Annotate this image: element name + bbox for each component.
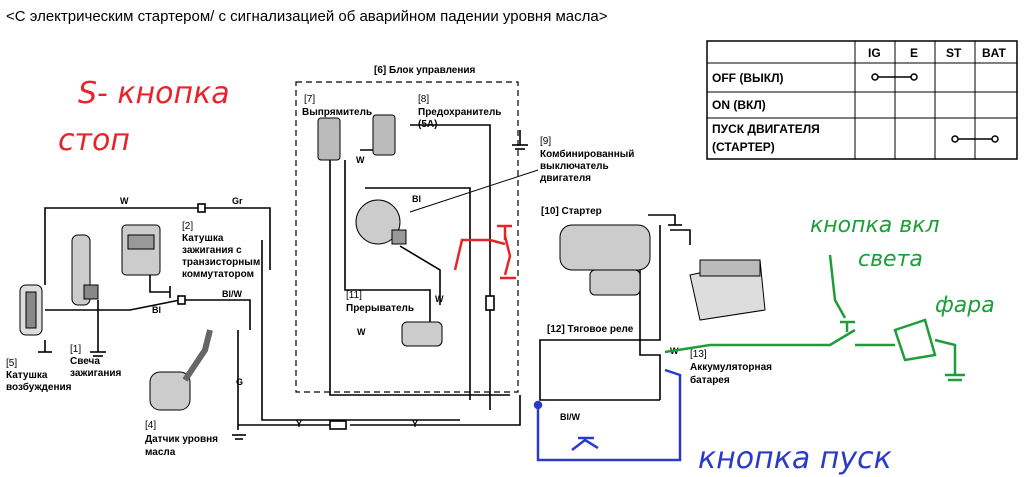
- leader-arrow: [409, 169, 539, 213]
- table-col-bat: BAT: [982, 46, 1006, 60]
- table-col-e: E: [910, 46, 918, 60]
- wiring: [38, 81, 691, 440]
- label-c9-name1: Комбинированный: [540, 148, 634, 160]
- label-c5-name1: Катушка: [6, 370, 48, 381]
- label-c10: [10] Стартер: [541, 206, 602, 217]
- green-annotation-line1: кнопка вкл: [810, 213, 940, 238]
- switch-table: [706, 40, 1018, 160]
- rectifier: [317, 117, 341, 161]
- label-c11-name1: Прерыватель: [346, 303, 414, 314]
- label-c9-name3: двигателя: [540, 173, 591, 184]
- wire-label-gr: Gr: [232, 196, 243, 206]
- label-c2-name1: Катушка: [182, 233, 224, 244]
- label-c11-num: [11]: [346, 290, 362, 301]
- label-c12: [12] Тяговое реле: [547, 324, 634, 335]
- spark-plug: [71, 234, 99, 306]
- table-row-on: ON (ВКЛ): [712, 98, 766, 112]
- label-c2-name4: коммутатором: [182, 269, 254, 280]
- green-annotation-lamp: фара: [935, 293, 995, 318]
- red-stop-button-sketch: [453, 224, 516, 280]
- wire-label-w-rect: W: [356, 155, 365, 165]
- label-c1-name1: Свеча: [70, 356, 100, 367]
- label-c7-name1: Выпрямитель: [302, 107, 372, 118]
- label-c8-num: [8]: [418, 94, 429, 105]
- green-light-sketch: [664, 254, 965, 382]
- wire-label-blw-coil: Bl/W: [222, 289, 243, 299]
- table-row-start-line1: ПУСК ДВИГАТЕЛЯ: [712, 122, 820, 136]
- diagram-title: <С электрическим стартером/ с сигнализац…: [6, 8, 608, 25]
- label-c4-num: [4]: [145, 420, 156, 431]
- label-c1-num: [1]: [70, 344, 81, 355]
- table-row-off: OFF (ВЫКЛ): [712, 71, 783, 85]
- label-c6: [6] Блок управления: [374, 65, 476, 76]
- field-coil: [19, 284, 43, 336]
- wire-label-g: G: [236, 377, 243, 387]
- label-c9-num: [9]: [540, 136, 551, 147]
- fuse: [372, 114, 396, 156]
- label-c7-num: [7]: [304, 94, 315, 105]
- engine-switch: [355, 199, 407, 245]
- table-col-st: ST: [946, 46, 962, 60]
- label-c5-num: [5]: [6, 358, 17, 369]
- label-c13-num: [13]: [690, 349, 707, 360]
- wire-label-w-breaker: W: [357, 327, 366, 337]
- wire-label-w-switch: W: [435, 294, 444, 304]
- label-c2-name2: зажигания с: [182, 245, 242, 256]
- wire-label-y1: Y: [296, 419, 302, 429]
- label-c8-name1: Предохранитель: [418, 107, 501, 118]
- green-annotation-line2: света: [858, 247, 923, 272]
- label-c9-name2: выключатель: [540, 161, 609, 172]
- red-annotation-line1: S- кнопка: [78, 76, 230, 111]
- label-c8-name2: (5A): [418, 119, 437, 130]
- blue-annotation: кнопка пуск: [698, 441, 892, 476]
- label-c1-name2: зажигания: [70, 368, 122, 379]
- ignition-coil: [121, 224, 161, 276]
- label-c2-name3: транзисторным: [182, 257, 260, 268]
- wire-label-bl-switch: Bl: [412, 194, 421, 204]
- label-c13-name1: Аккумуляторная: [690, 362, 772, 373]
- wire-label-w-top: W: [120, 196, 129, 206]
- label-c2-num: [2]: [182, 221, 193, 232]
- starter-motor: [559, 224, 651, 296]
- label-c5-name2: возбуждения: [6, 381, 72, 393]
- label-c4-name1: Датчик уровня: [145, 434, 218, 445]
- wire-label-bl: Bl: [152, 305, 161, 315]
- red-annotation-line2: стоп: [58, 123, 130, 158]
- table-row-start-line2: (СТАРТЕР): [712, 140, 775, 154]
- battery: [689, 259, 766, 321]
- oil-level-sensor: [149, 329, 213, 411]
- wire-label-blw-bottom: Bl/W: [560, 412, 581, 422]
- label-c4-name2: масла: [145, 447, 176, 458]
- breaker: [401, 321, 443, 347]
- label-c13-name2: батарея: [690, 374, 730, 386]
- wire-label-y2: Y: [412, 419, 418, 429]
- blue-start-button-sketch: [533, 368, 682, 462]
- table-col-ig: IG: [868, 46, 881, 60]
